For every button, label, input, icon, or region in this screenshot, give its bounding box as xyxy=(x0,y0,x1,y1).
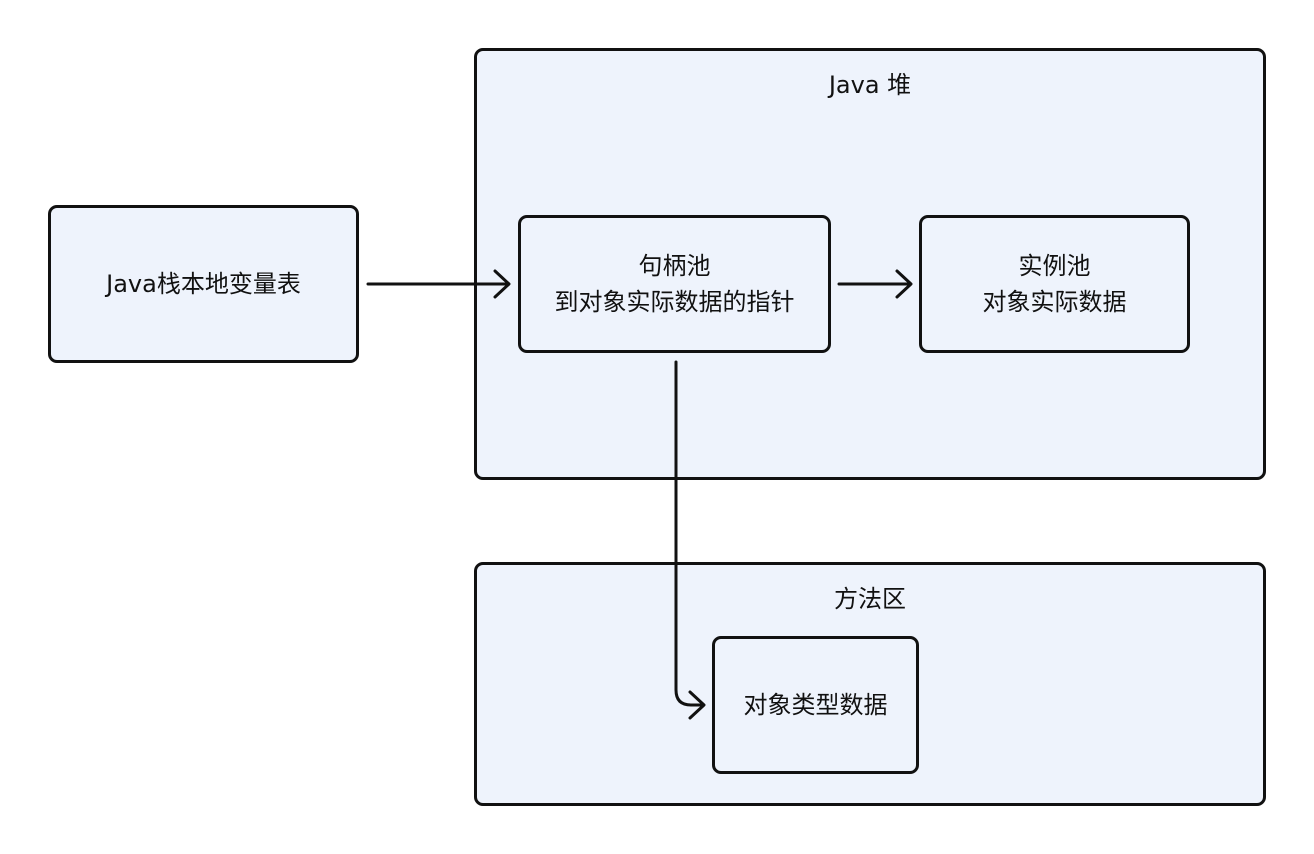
stack-local-variable-table-node: Java栈本地变量表 xyxy=(48,205,359,363)
stack-local-variable-table-label: Java栈本地变量表 xyxy=(106,270,301,298)
handle-pool-title: 句柄池 xyxy=(638,252,711,280)
instance-pool-description: 对象实际数据 xyxy=(982,288,1127,316)
object-type-data-node: 对象类型数据 xyxy=(712,636,919,774)
java-heap-title: Java 堆 xyxy=(828,71,912,99)
instance-pool-title: 实例池 xyxy=(1018,252,1091,280)
method-area-title: 方法区 xyxy=(834,585,906,613)
handle-pool-description: 到对象实际数据的指针 xyxy=(554,288,795,316)
object-type-data-label: 对象类型数据 xyxy=(743,691,888,719)
instance-pool-node: 实例池 对象实际数据 xyxy=(919,215,1190,353)
handle-pool-node: 句柄池 到对象实际数据的指针 xyxy=(518,215,831,353)
